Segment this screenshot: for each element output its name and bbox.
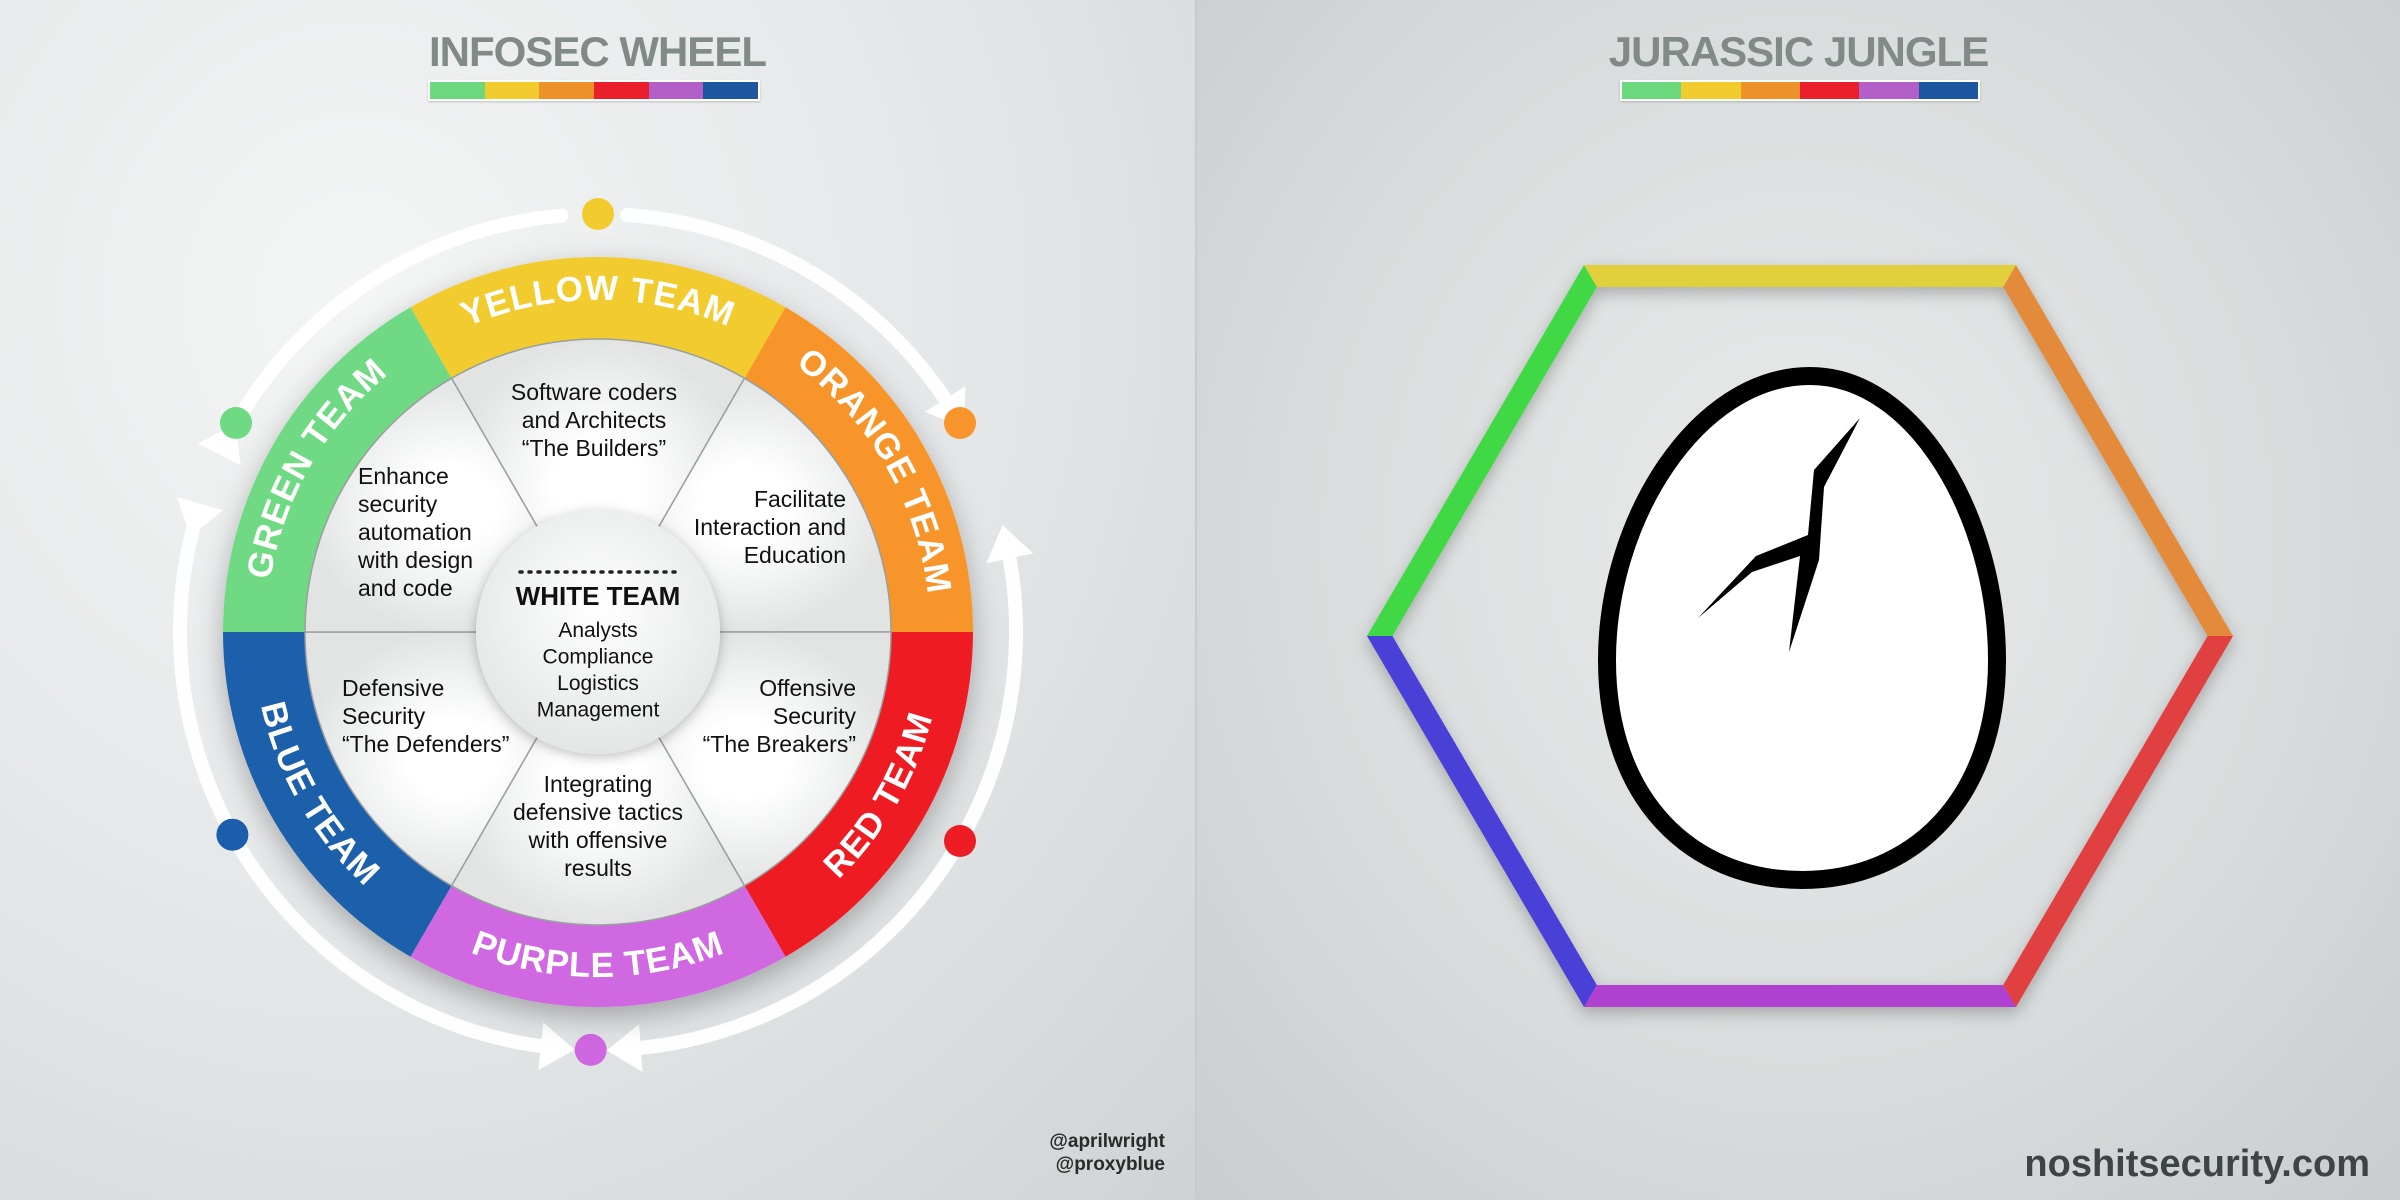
strip-swatch (1740, 82, 1800, 99)
egg-shell (1597, 366, 2007, 890)
panel-title: INFOSEC WHEEL (428, 28, 767, 75)
arrow-head-icon (606, 1024, 643, 1072)
band-orange (744, 307, 973, 632)
panel-title: JURASSIC JUNGLE (1608, 28, 1989, 75)
strip-swatch (594, 82, 649, 99)
cycle-arrow-arc (620, 538, 1024, 1056)
arrow-head-icon (176, 497, 223, 537)
cycle-dot (944, 825, 976, 857)
panel-divider (1195, 0, 1197, 1200)
band-green (222, 307, 452, 632)
credit-line: @proxyblue (1055, 1154, 1165, 1175)
strip-swatch (648, 82, 704, 99)
credit-line: @aprilwright (1049, 1131, 1165, 1152)
hexagon-edge (2003, 636, 2233, 1007)
arrow-head-icon (986, 525, 1034, 564)
band-yellow (410, 256, 786, 379)
color-strip (428, 80, 760, 101)
cycle-dot (220, 407, 252, 439)
strip-swatch (484, 82, 540, 99)
cycle-dot (582, 198, 614, 230)
strip-swatch (1681, 82, 1741, 99)
cycle-dot (944, 407, 976, 439)
band-red (744, 632, 973, 957)
cycle-dot (574, 1033, 607, 1066)
arrow-head-icon (538, 1022, 575, 1071)
sector-yellow (450, 338, 746, 634)
hexagon-edge (1584, 265, 2016, 287)
strip-swatch (1859, 82, 1919, 99)
strip-swatch (1918, 82, 1978, 99)
cycle-dot (216, 818, 249, 851)
hexagon-edge (1367, 265, 1597, 636)
cycle-arrows (173, 198, 1034, 1072)
band-blue (223, 632, 452, 957)
hexagon-egg-diagram (1367, 265, 2233, 1007)
hexagon-edge (1584, 985, 2016, 1007)
site-url: noshitsecurity.com (2024, 1143, 2370, 1185)
hexagon-edge (2003, 265, 2233, 636)
strip-swatch (430, 82, 485, 99)
cycle-arrow-arc (218, 208, 569, 450)
author-credits: @aprilwright @proxyblue (1049, 1130, 1165, 1176)
cracked-egg-icon (1597, 366, 2007, 890)
cycle-arrow-arc (173, 509, 562, 1055)
band-purple (410, 885, 786, 1008)
jurassic-jungle-panel: JURASSIC JUNGLE noshitsecurity.com (1197, 0, 2400, 1200)
sector-purple (450, 630, 746, 926)
cycle-arrow-arc (620, 208, 960, 418)
strip-swatch (1799, 82, 1860, 99)
white-team-label: WHITE TEAM (516, 581, 681, 611)
strip-swatch (1622, 82, 1682, 99)
egg-crack (1698, 418, 1860, 652)
strip-swatch (703, 82, 759, 99)
strip-swatch (539, 82, 595, 99)
color-strip (1620, 80, 1980, 101)
hexagon-frame (1367, 265, 2233, 1007)
hexagon-edge (1367, 636, 1597, 1007)
